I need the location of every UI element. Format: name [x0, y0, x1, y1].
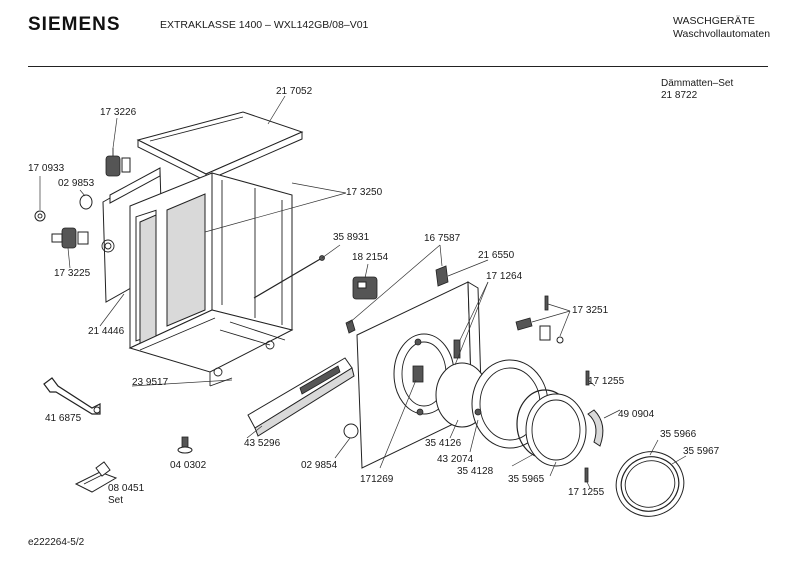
- part-label-171255-top: 17 1255: [588, 376, 625, 387]
- wrench: [43, 377, 101, 415]
- part-label-029853: 02 9853: [58, 178, 95, 189]
- part-label-173225: 17 3225: [54, 268, 91, 279]
- front-parts: [247, 265, 685, 517]
- part-label-216550: 21 6550: [478, 250, 515, 261]
- insulation-set-number: 21 8722: [661, 90, 698, 101]
- part-label-080451-set: Set: [108, 495, 124, 506]
- part-label-354128: 35 4128: [457, 466, 494, 477]
- part-label-170933: 17 0933: [28, 163, 65, 174]
- door-handle: [587, 409, 604, 447]
- part-label-173250: 17 3250: [346, 187, 383, 198]
- part-label-214446: 21 4446: [88, 326, 125, 337]
- part-label-171269: 171269: [360, 474, 394, 485]
- part-label-173251: 17 3251: [572, 305, 609, 316]
- part-label-029854: 02 9854: [301, 460, 338, 471]
- brace-rod: [253, 257, 323, 299]
- part-label-358931: 35 8931: [333, 232, 370, 243]
- part-label-167587: 16 7587: [424, 233, 461, 244]
- category-line-2: Waschvollautomaten: [673, 28, 771, 40]
- part-label-217052: 21 7052: [276, 86, 313, 97]
- base-frame: [128, 309, 294, 373]
- part-label-182154: 18 2154: [352, 252, 389, 263]
- part-label-490904: 49 0904: [618, 409, 655, 420]
- category-line-1: WASCHGERÄTE: [673, 15, 755, 27]
- part-label-355967: 35 5967: [683, 446, 720, 457]
- part-label-416875: 41 6875: [45, 413, 82, 424]
- part-label-354126: 35 4126: [425, 438, 462, 449]
- model-title: EXTRAKLASSE 1400 – WXL142GB/08–V01: [160, 19, 369, 31]
- part-label-239517: 23 9517: [132, 377, 169, 388]
- transport-plate: [74, 471, 118, 493]
- left-small-parts: [34, 148, 193, 493]
- part-label-171255-bottom: 17 1255: [568, 487, 605, 498]
- part-label-435296: 43 5296: [244, 438, 281, 449]
- part-label-173226: 17 3226: [100, 107, 137, 118]
- leader-lines: [39, 95, 687, 489]
- part-label-080451: 08 0451: [108, 483, 145, 494]
- part-label-355966: 35 5966: [660, 429, 697, 440]
- header-divider: [28, 66, 768, 67]
- part-label-040302: 04 0302: [170, 460, 207, 471]
- part-label-432074: 43 2074: [437, 454, 474, 465]
- part-label-355965: 35 5965: [508, 474, 545, 485]
- brand-logo: SIEMENS: [28, 14, 121, 35]
- right-side-panel: [211, 172, 293, 331]
- part-label-171264: 17 1264: [486, 271, 523, 282]
- door-glass: [525, 393, 587, 467]
- washer-cabinet: [101, 111, 325, 387]
- drawing-id: e222264-5/2: [28, 537, 85, 548]
- insulation-set-label: Dämmatten–Set: [661, 78, 734, 89]
